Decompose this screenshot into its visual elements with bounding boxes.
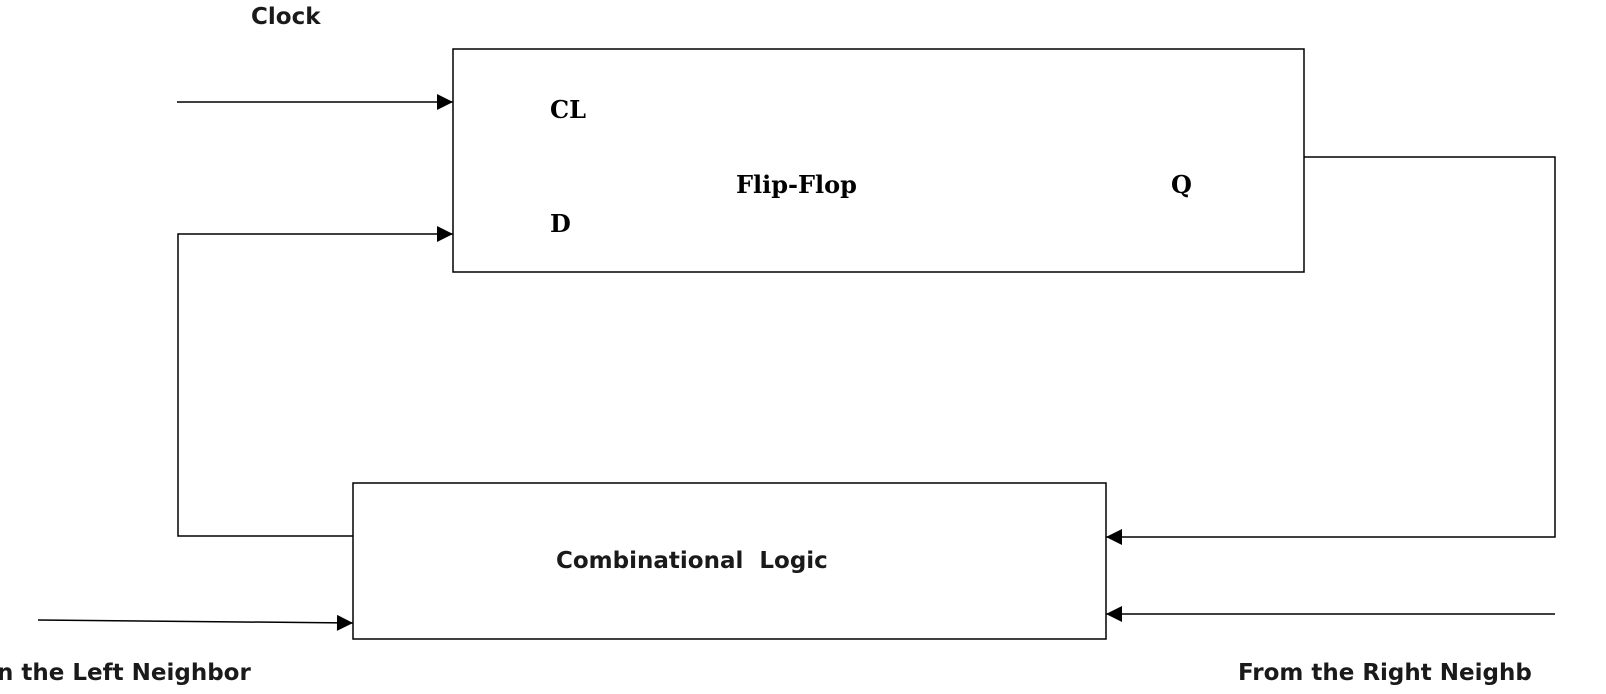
left-neighbor-label: n the Left Neighbor — [0, 660, 251, 686]
cl-port-label: CL — [550, 95, 586, 124]
q-to-logic-wire — [1106, 156, 1556, 545]
flip-flop-label: Flip-Flop — [736, 170, 857, 199]
flip-flop-box — [452, 48, 1305, 273]
clock-label: Clock — [251, 4, 321, 30]
logic-to-d-wire — [177, 226, 453, 537]
left-neighbor-arrow — [37, 614, 354, 631]
combinational-logic-box — [352, 482, 1107, 640]
right-neighbor-label: From the Right Neighb — [1238, 660, 1532, 686]
q-port-label: Q — [1171, 170, 1192, 199]
combinational-logic-label: Combinational Logic — [556, 548, 828, 574]
d-port-label: D — [550, 209, 571, 238]
